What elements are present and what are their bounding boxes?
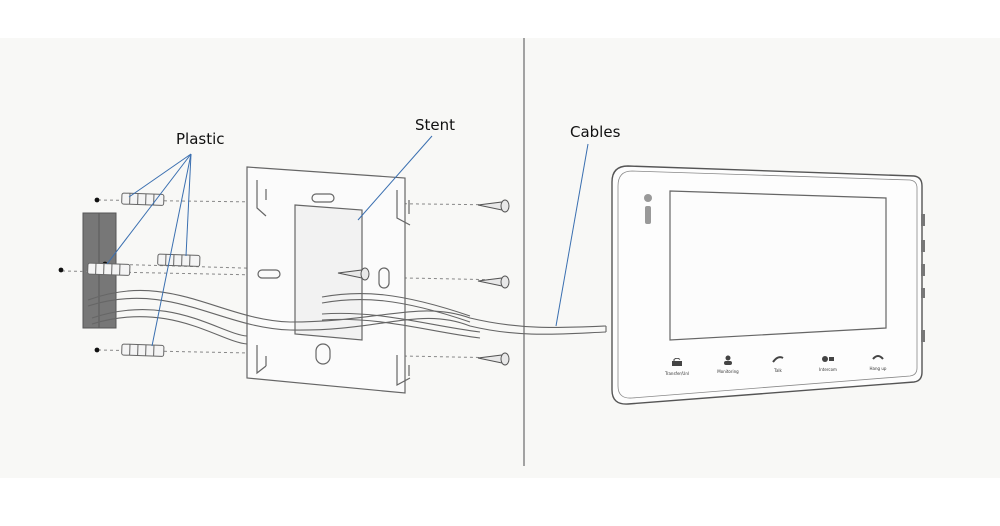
hangup-icon — [872, 355, 884, 360]
phone-icon — [772, 356, 784, 363]
screw — [477, 199, 510, 213]
unlock-icon — [672, 357, 682, 366]
button-label: Hang up — [869, 366, 887, 371]
stent-label: Stent — [415, 116, 456, 134]
button-talk[interactable]: Talk — [761, 349, 795, 373]
button-label: Talk — [774, 368, 782, 373]
screws — [337, 199, 510, 366]
button-label: Intercom — [819, 367, 837, 372]
plastic-anchor — [121, 192, 165, 206]
power-indicator — [644, 194, 652, 224]
button-intercom[interactable]: Intercom — [811, 348, 845, 372]
screw — [477, 352, 510, 366]
button-transfer-unlock[interactable]: Transfer/Unl — [660, 352, 694, 376]
side-buttons — [921, 214, 925, 342]
monitor-screen — [669, 190, 887, 341]
cable-bundle — [87, 289, 607, 345]
button-label: Transfer/Unl — [664, 371, 689, 376]
guide-dots — [58, 197, 108, 353]
cables-label: Cables — [570, 123, 621, 141]
mounting-bracket — [246, 166, 411, 394]
plastic-anchors — [87, 192, 201, 357]
screw — [337, 267, 370, 281]
plastic-label: Plastic — [176, 130, 225, 148]
plastic-anchor — [121, 343, 165, 357]
intercom-icon — [822, 356, 834, 362]
callout-leaders — [106, 135, 589, 347]
button-hang-up[interactable]: Hang up — [861, 347, 895, 371]
monitor-button-row: Transfer/Unl Monitoring Talk Intercom Ha… — [660, 352, 900, 378]
plastic-anchor — [87, 262, 131, 276]
button-label: Monitoring — [717, 369, 739, 374]
indoor-monitor — [611, 165, 925, 405]
user-icon — [724, 355, 732, 365]
button-monitoring[interactable]: Monitoring — [711, 350, 745, 374]
screw — [477, 275, 510, 289]
plastic-anchor — [157, 253, 201, 267]
